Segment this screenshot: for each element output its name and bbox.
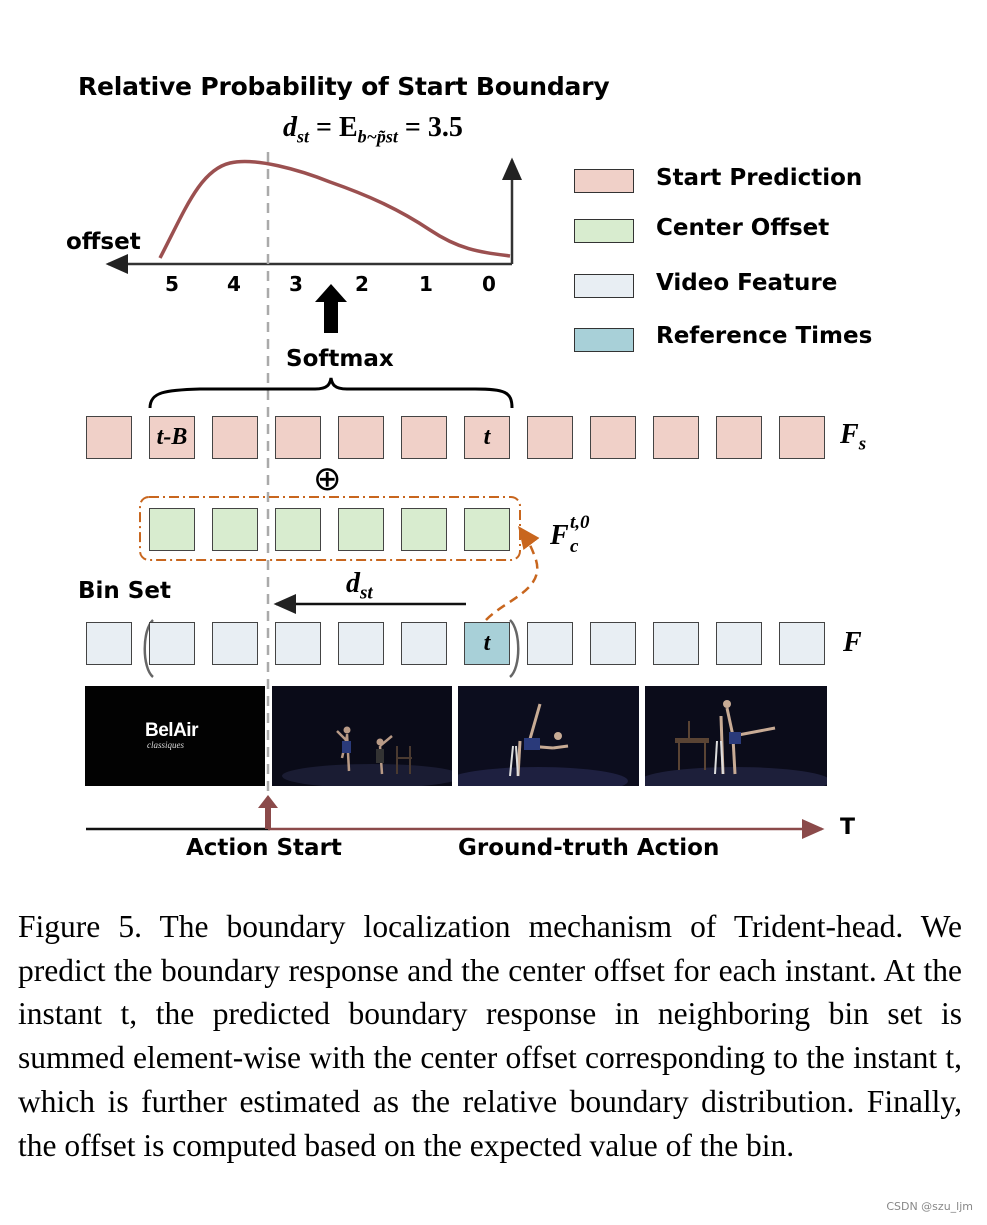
ref-to-center-arrow [485,525,540,621]
expectation-formula: dst = Eb~p̃st = 3.5 [283,112,463,148]
fs-box [527,416,573,459]
offset-axis-label: offset [66,229,141,255]
belair-logo: BelAir [145,720,198,741]
f-box [275,622,321,665]
dancers-scene-3 [645,686,827,786]
tick-1: 1 [419,272,433,296]
bin-set-label: Bin Set [78,578,171,604]
ground-truth-action-label: Ground-truth Action [458,835,720,861]
video-frame-dancers-3 [645,686,827,786]
figure-caption: Figure 5. The boundary localization mech… [18,905,962,1167]
bin-set-right-paren [509,619,520,678]
fc-box [212,508,258,551]
softmax-arrow [315,284,347,333]
softmax-brace [148,377,514,409]
formula-d-sub: st [297,126,310,147]
legend-swatch-video [574,274,634,298]
fs-box [653,416,699,459]
fs-box-t-minus-b: t-B [149,416,195,459]
dancers-scene-1 [272,686,452,786]
tick-0: 0 [482,272,496,296]
formula-rhs: = 3.5 [404,112,463,143]
fc-box [338,508,384,551]
diagram-graphics [86,152,825,839]
video-frame-dancers-1 [272,686,452,786]
f-box-reference-t: t [464,622,510,665]
fs-box [86,416,132,459]
f-box [401,622,447,665]
action-start-arrowhead [258,795,278,808]
dancers-scene-2 [458,686,639,786]
tick-3: 3 [289,272,303,296]
f-box [653,622,699,665]
fc-box [401,508,447,551]
formula-op: = E [316,112,358,143]
watermark: CSDN @szu_ljm [886,1200,973,1213]
legend-center-offset: Center Offset [656,215,830,241]
legend-reference-times: Reference Times [656,323,873,349]
chart-title: Relative Probability of Start Boundary [78,72,610,101]
fs-box [275,416,321,459]
action-start-label: Action Start [186,835,342,861]
tick-2: 2 [355,272,369,296]
f-box [149,622,195,665]
video-frame-logo: BelAir classiques [85,686,265,786]
caption-text: Figure 5. The boundary localization mech… [18,909,962,1163]
f-box [527,622,573,665]
legend-swatch-ref [574,328,634,352]
f-box [779,622,825,665]
formula-e-sub: b~p̃st [357,126,398,147]
belair-logo-sub: classiques [147,740,184,750]
fs-row-label: Fs [840,419,867,455]
legend-start-prediction: Start Prediction [656,165,863,191]
fs-box [212,416,258,459]
fs-box-t: t [464,416,510,459]
tick-4: 4 [227,272,241,296]
fs-box [401,416,447,459]
fs-box [779,416,825,459]
f-box [716,622,762,665]
f-box [338,622,384,665]
f-box [86,622,132,665]
dst-label: dst [346,568,373,604]
tick-5: 5 [165,272,179,296]
fs-box [338,416,384,459]
legend-swatch-center [574,219,634,243]
fc-box [464,508,510,551]
f-box [590,622,636,665]
legend-video-feature: Video Feature [656,270,838,296]
time-axis-label: T [840,815,856,840]
formula-d: d [283,112,297,143]
video-frame-dancers-2 [458,686,639,786]
fs-box [716,416,762,459]
f-box [212,622,258,665]
center-offset-group [139,496,521,561]
softmax-label: Softmax [286,346,394,372]
f-row-label: F [843,627,862,658]
fc-box [149,508,195,551]
legend-swatch-start [574,169,634,193]
element-wise-sum-icon: ⊕ [313,459,342,499]
fc-box [275,508,321,551]
fs-box [590,416,636,459]
probability-curve [158,159,511,259]
